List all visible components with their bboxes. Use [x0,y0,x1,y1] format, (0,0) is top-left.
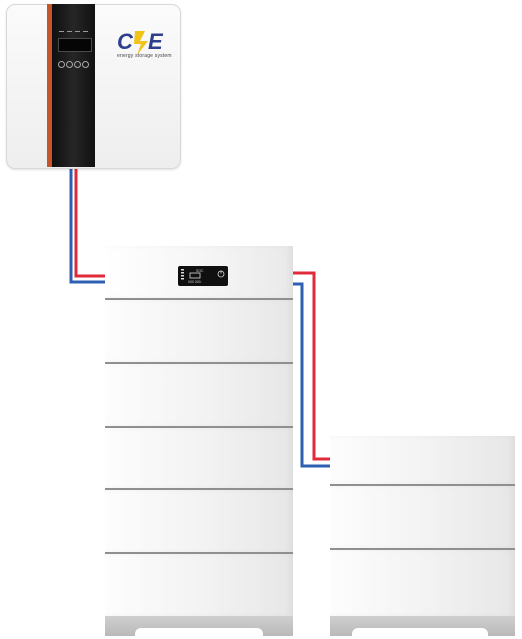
base-cutout [352,628,488,636]
indicator-dash [83,31,88,32]
battery-module [105,428,293,489]
base-cutout [135,628,263,636]
stack-base [105,616,293,636]
svg-text:C: C [117,29,134,54]
battery-stack-extension [330,436,515,636]
indicator-dash [67,31,72,32]
inverter-button [58,61,65,68]
battery-module [330,486,515,549]
svg-text:E: E [148,29,164,54]
inverter-button [66,61,73,68]
negative-cable-stack-to-extension [292,284,331,466]
brand-tagline: energy storage system [117,53,172,59]
stack-base [330,616,515,636]
battery-module [330,436,515,485]
bms-soc-label: SOC [196,269,204,273]
indicator-dash [75,31,80,32]
battery-module [105,490,293,553]
inverter-button [74,61,81,68]
battery-module [330,550,515,617]
inverter-button [82,61,89,68]
positive-cable-stack-to-extension [292,273,331,459]
battery-module [105,364,293,427]
bms-readout: 000 000. [188,280,202,284]
inverter-lcd-screen [58,38,92,52]
battery-module [105,554,293,617]
indicator-dash [59,31,64,32]
positive-cable-inverter-to-stack [76,168,106,276]
bms-display: SOC 000 000. [178,266,228,286]
battery-stack-main [105,246,293,636]
inverter-control-panel [52,4,95,167]
battery-module [105,300,293,363]
